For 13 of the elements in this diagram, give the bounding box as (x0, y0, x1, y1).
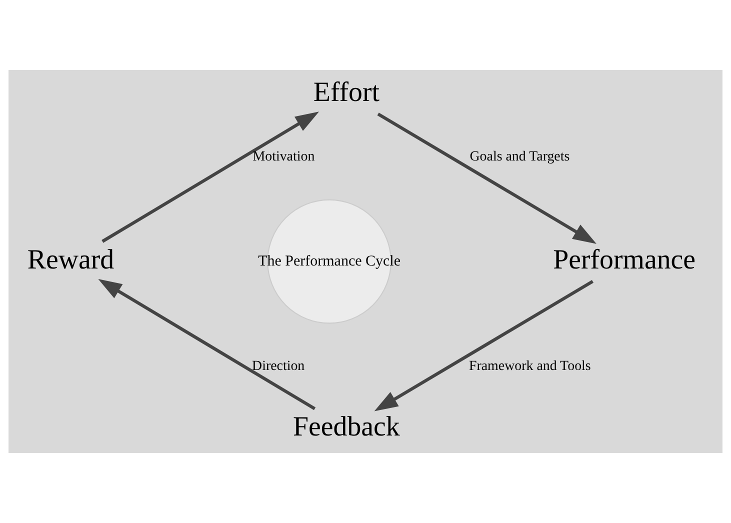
node-text: Performance (553, 244, 696, 276)
arrow (98, 279, 316, 410)
edge-label: Framework and Tools (468, 358, 591, 374)
node-text: Reward (27, 244, 114, 276)
edge-label: Direction (252, 358, 305, 374)
node-label: The Performance Cycle (258, 253, 401, 270)
node-text: Feedback (293, 412, 400, 443)
edge-label: Goals and Targets (470, 150, 570, 165)
edge-label: Motivation (252, 150, 315, 165)
arrow (102, 112, 320, 243)
node-text: Effort (313, 76, 380, 108)
arrow (374, 280, 594, 412)
arrow (377, 112, 596, 244)
